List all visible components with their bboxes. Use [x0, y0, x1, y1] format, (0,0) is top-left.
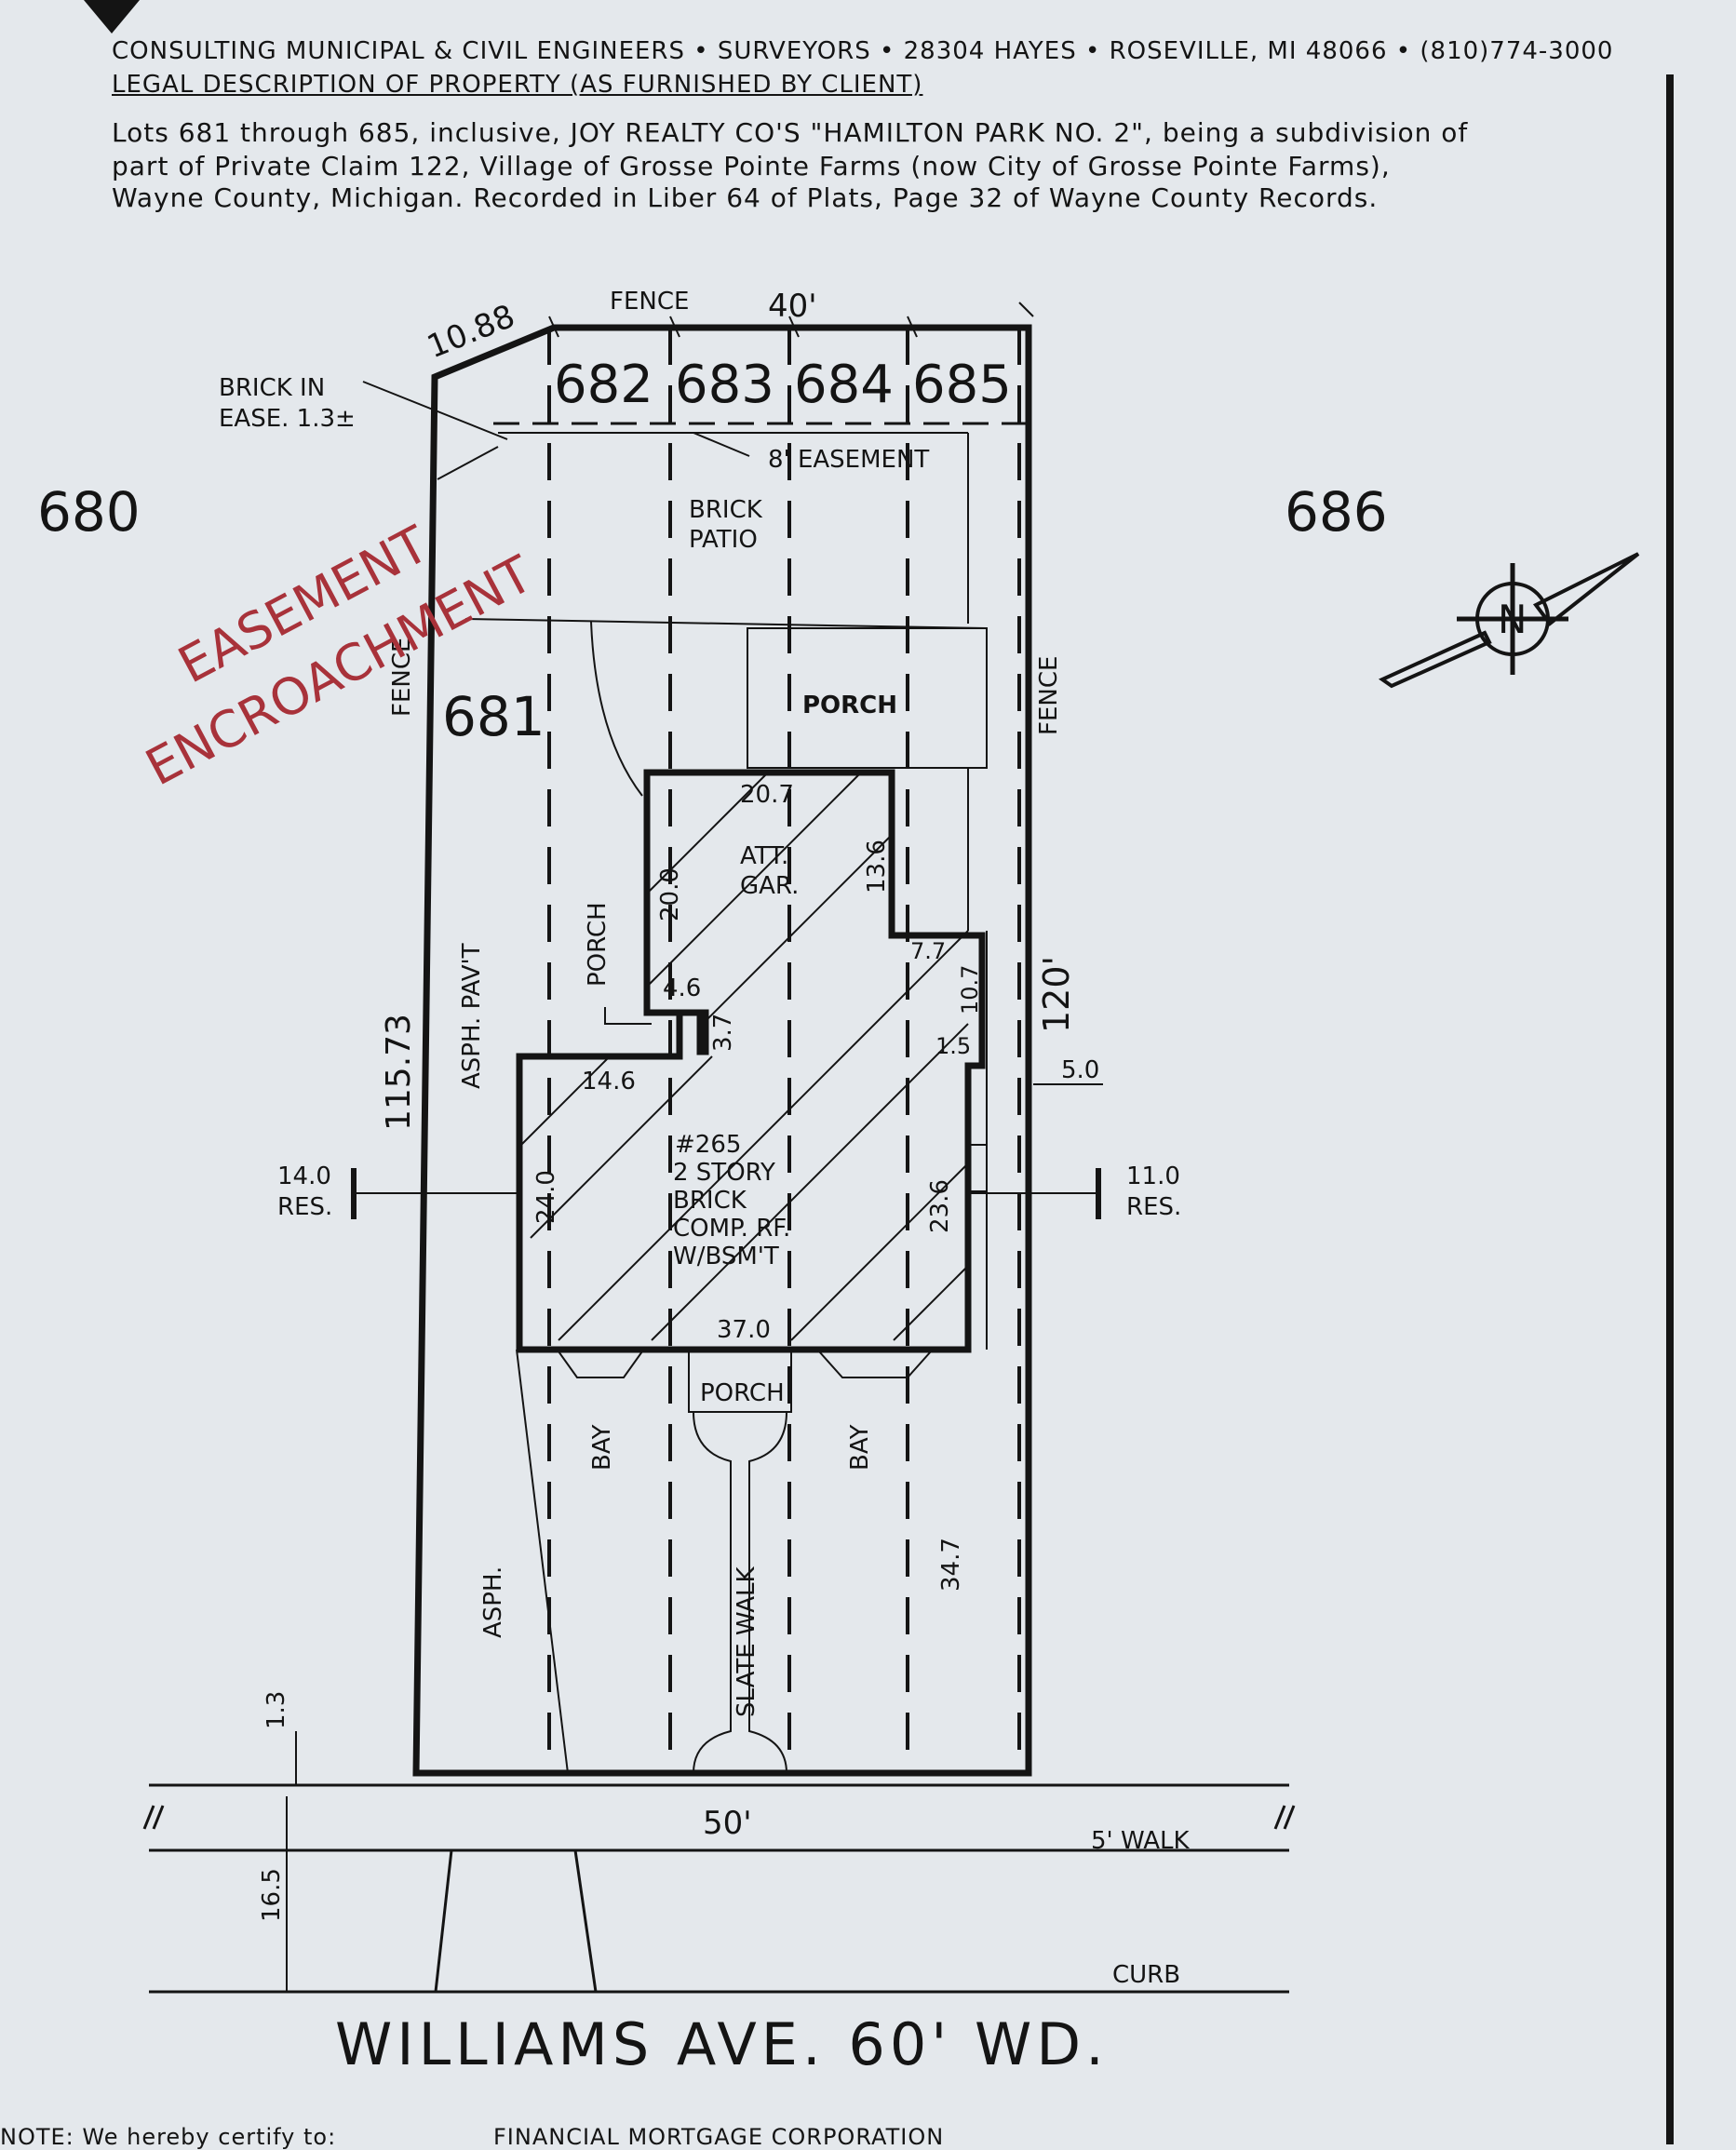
label-att-gar-2: GAR. — [740, 872, 799, 900]
lot-684: 684 — [794, 355, 894, 415]
dim-garage-depth: 20.0 — [656, 867, 684, 921]
lot-685: 685 — [912, 355, 1012, 415]
label-brick-patio-2: PATIO — [689, 526, 758, 554]
label-porch-rear: PORCH — [802, 692, 897, 719]
label-res-left: RES. — [277, 1193, 332, 1221]
dim-rear-corner: 10.88 — [422, 298, 519, 367]
label-curb: CURB — [1112, 1961, 1180, 1989]
dim-house-front: 37.0 — [717, 1316, 771, 1344]
bay-right-shape — [816, 1350, 934, 1378]
lot-682: 682 — [554, 355, 653, 415]
lot-lines — [547, 328, 1021, 1773]
north-arrow: N — [1378, 552, 1640, 689]
footer-right: FINANCIAL MORTGAGE CORPORATION — [493, 2124, 945, 2150]
north-label: N — [1498, 597, 1527, 642]
dim-porch-d: 3.7 — [709, 1014, 737, 1052]
house-footprint — [516, 769, 986, 1353]
dim-left-setback: 14.0 — [277, 1162, 331, 1190]
label-fence-left: FENCE — [388, 638, 416, 717]
dim-garage-width: 20.7 — [740, 781, 794, 809]
label-bay-left: BAY — [588, 1424, 616, 1471]
label-house-5: W/BSM'T — [673, 1243, 779, 1270]
label-slate-walk: SLATE WALK — [733, 1566, 760, 1717]
label-house-4: COMP. RF. — [673, 1215, 790, 1243]
dim-left-depth: 115.73 — [380, 1014, 418, 1131]
dim-jog-a: 7.7 — [910, 938, 946, 964]
dim-jog-c: 1.5 — [935, 1033, 971, 1059]
label-walk: 5' WALK — [1091, 1827, 1191, 1855]
label-porch-front: PORCH — [700, 1379, 785, 1407]
lot-681: 681 — [442, 685, 545, 748]
footer-left: NOTE: We hereby certify to: — [0, 2124, 337, 2150]
label-fence-top: FENCE — [610, 288, 689, 316]
dim-garage-jog: 13.6 — [863, 840, 891, 894]
dim-walk-offset: 1.3 — [262, 1691, 290, 1729]
label-house-3: BRICK — [673, 1187, 747, 1215]
label-brick-patio-1: BRICK — [689, 496, 763, 524]
slate-walk — [693, 1411, 787, 1774]
rear-porch — [747, 627, 988, 769]
margin-rule — [1666, 74, 1674, 2144]
label-brick-ease-1: BRICK IN — [219, 374, 325, 402]
lot-680: 680 — [37, 480, 141, 544]
corner-mark — [84, 0, 140, 34]
legal-line-3: Wayne County, Michigan. Recorded in Libe… — [112, 182, 1379, 213]
dim-house-left: 24.0 — [532, 1170, 560, 1224]
dim-front-width: 50' — [703, 1805, 752, 1842]
label-brick-ease-2: EASE. 1.3± — [219, 405, 356, 433]
driveway-arc — [590, 621, 643, 797]
legal-line-2: part of Private Claim 122, Village of Gr… — [112, 151, 1391, 181]
house-hatching — [520, 772, 969, 1341]
label-asph: ASPH. — [479, 1566, 507, 1638]
legal-heading: LEGAL DESCRIPTION OF PROPERTY (AS FURNIS… — [112, 71, 923, 99]
bay-left-shape — [557, 1350, 644, 1378]
dim-right-depth: 120' — [1036, 956, 1077, 1033]
label-bay-right: BAY — [846, 1424, 874, 1471]
dim-row-depth: 16.5 — [258, 1868, 286, 1922]
label-house-1: #265 — [675, 1131, 741, 1159]
label-easement: 8' EASEMENT — [768, 446, 929, 474]
label-house-2: 2 STORY — [673, 1159, 775, 1187]
dim-rear-width: 40' — [768, 288, 817, 325]
street-name: WILLIAMS AVE. 60' WD. — [335, 2010, 1109, 2078]
firm-header: CONSULTING MUNICIPAL & CIVIL ENGINEERS •… — [112, 37, 1614, 65]
label-asph-pavt: ASPH. PAV'T — [458, 943, 486, 1089]
property-boundary — [412, 324, 1032, 1777]
dim-right-offset: 5.0 — [1061, 1056, 1099, 1084]
legal-line-1: Lots 681 through 685, inclusive, JOY REA… — [112, 117, 1469, 148]
dim-jog-b: 10.7 — [957, 965, 983, 1015]
lot-686: 686 — [1285, 480, 1388, 544]
lot-683: 683 — [675, 355, 774, 415]
dim-front-yard: 34.7 — [937, 1538, 965, 1592]
dim-house-left-top: 14.6 — [582, 1068, 636, 1095]
label-att-gar-1: ATT. — [740, 842, 788, 870]
dim-porch-w: 4.6 — [663, 974, 701, 1002]
front-porch — [688, 1350, 792, 1413]
dim-house-right: 23.6 — [926, 1179, 954, 1233]
label-porch-side: PORCH — [584, 902, 612, 987]
label-fence-right: FENCE — [1035, 656, 1063, 735]
label-res-right: RES. — [1126, 1193, 1181, 1221]
dim-right-setback: 11.0 — [1126, 1162, 1180, 1190]
